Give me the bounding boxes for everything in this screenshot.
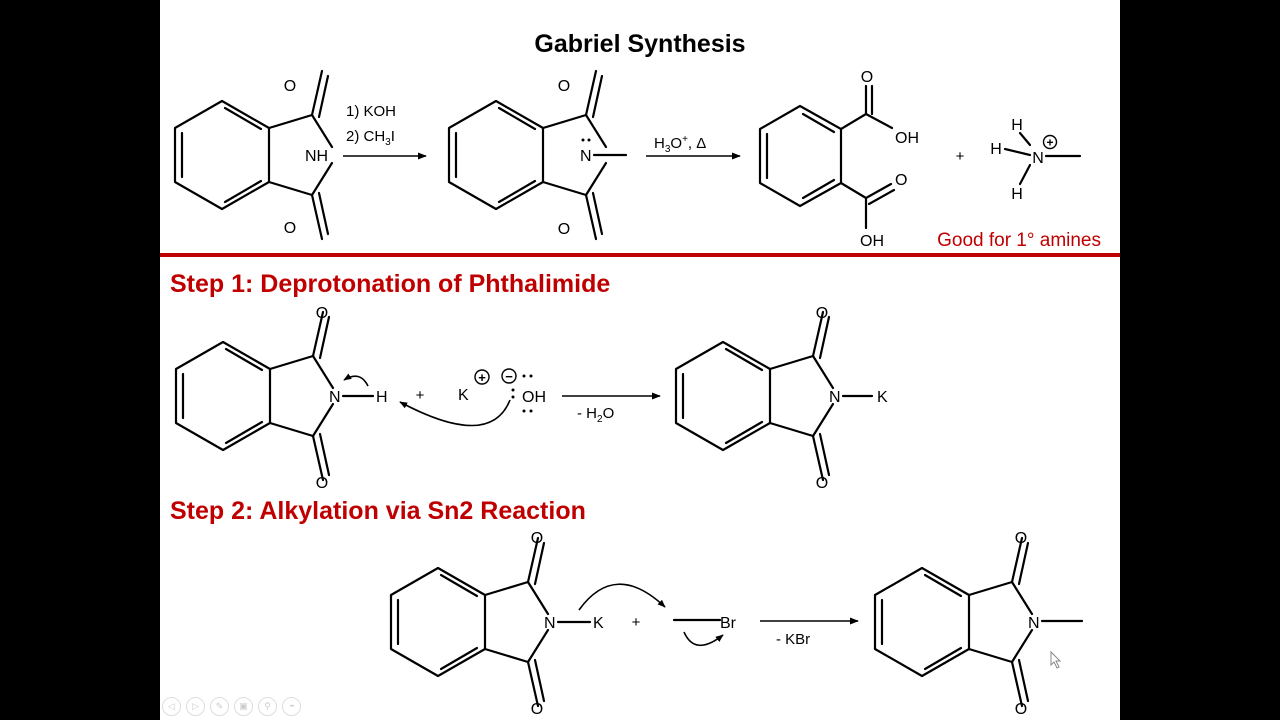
potassium-hydroxide: K + − OH — [399, 368, 546, 427]
atom-label: O — [1015, 701, 1027, 718]
potassium-phthalimide: O O N K — [674, 305, 888, 492]
slideshow-controls: ◁ ▷ ✎ ▣ ⚲ ••• — [162, 697, 301, 716]
atom-label: O — [284, 220, 296, 237]
zoom-button[interactable]: ⚲ — [258, 697, 277, 716]
byproduct-label: - H — [577, 405, 597, 422]
atom-label: K — [593, 615, 604, 632]
svg-text:- H2O: - H2O — [577, 405, 614, 425]
svg-text:+: + — [1046, 136, 1053, 150]
presentation-slide: Gabriel Synthesis O O NH 1) KOH 2) CH3I … — [160, 0, 1120, 720]
atom-label: N — [329, 389, 341, 406]
methylammonium: H H H N + — [990, 117, 1082, 203]
curved-arrow — [399, 399, 511, 427]
atom-label: O — [816, 475, 828, 492]
atom-label: N — [544, 615, 556, 632]
negative-charge-icon — [501, 368, 517, 384]
atom-label: O — [316, 475, 328, 492]
svg-text:1) KOH: 1) KOH — [346, 103, 396, 120]
atom-label: H — [990, 141, 1002, 158]
atom-label: K — [458, 387, 469, 404]
mouse-cursor-icon — [1050, 650, 1062, 669]
slide-title: Gabriel Synthesis — [534, 30, 745, 58]
atom-label: O — [284, 78, 296, 95]
atom-label: N — [1032, 150, 1044, 167]
atom-label: K — [877, 389, 888, 406]
svg-text:H3O+, Δ: H3O+, Δ — [654, 134, 706, 155]
step2-potassium-phthalimide: O O N K — [389, 530, 666, 718]
slide-canvas: Gabriel Synthesis O O NH 1) KOH 2) CH3I … — [160, 30, 1120, 718]
overview-phthalimide: O O NH — [173, 69, 334, 241]
methyl-bromide: Br — [672, 615, 737, 647]
slides-icon: ▣ — [239, 701, 248, 711]
previous-icon: ◁ — [168, 701, 175, 711]
atom-label: O — [816, 305, 828, 322]
atom-label: O — [1015, 530, 1027, 547]
more-options-button[interactable]: ••• — [282, 697, 301, 716]
next-icon: ▷ — [192, 701, 199, 711]
overview-n-methylphthalimide: O O N — [447, 69, 628, 241]
step2-heading: Step 2: Alkylation via Sn2 Reaction — [170, 497, 586, 525]
positive-charge-icon — [474, 369, 490, 385]
atom-label: O — [531, 530, 543, 547]
atom-label: N — [829, 389, 841, 406]
reagent-label: 2) CH — [346, 128, 385, 145]
atom-label: O — [316, 305, 328, 322]
positive-charge-icon — [1042, 134, 1058, 150]
step2-arrow: - KBr — [760, 617, 859, 648]
reagent-label: 1) KOH — [346, 103, 396, 120]
atom-label: Br — [720, 615, 737, 632]
atom-label: H — [1011, 186, 1023, 203]
atom-label: O — [895, 172, 907, 189]
see-all-slides-button[interactable]: ▣ — [234, 697, 253, 716]
section-divider — [160, 253, 1120, 257]
lone-pair — [522, 374, 526, 378]
plus-sign: + — [416, 387, 425, 404]
phthalic-acid: O OH O OH — [758, 69, 919, 250]
curved-arrow — [578, 583, 666, 611]
atom-label: N — [580, 148, 592, 165]
atom-label: H — [1011, 117, 1023, 134]
pen-icon: ✎ — [215, 701, 224, 711]
next-slide-button[interactable]: ▷ — [186, 697, 205, 716]
atom-label: OH — [895, 130, 919, 147]
svg-text:+: + — [478, 370, 486, 385]
primary-amines-note: Good for 1° amines — [937, 230, 1101, 251]
atom-label: O — [558, 78, 570, 95]
atom-label: OH — [860, 233, 884, 250]
curved-arrow — [683, 631, 724, 647]
atom-label: N — [1028, 615, 1040, 632]
n-methylphthalimide-product: O O N — [873, 530, 1084, 718]
step1-phthalimide: O O N H — [174, 305, 388, 492]
reagent-label: H — [654, 135, 665, 152]
plus-sign: + — [956, 148, 965, 165]
ellipsis-icon: ••• — [289, 703, 294, 710]
atom-label: NH — [305, 148, 328, 165]
svg-text:−: − — [505, 369, 513, 384]
lone-pair — [581, 138, 585, 142]
atom-label: O — [558, 221, 570, 238]
atom-label: O — [531, 701, 543, 718]
pen-button[interactable]: ✎ — [210, 697, 229, 716]
atom-label: H — [376, 389, 388, 406]
previous-slide-button[interactable]: ◁ — [162, 697, 181, 716]
byproduct-label: - KBr — [776, 631, 810, 648]
atom-label: O — [861, 69, 873, 86]
step1-arrow: - H2O — [562, 392, 661, 425]
atom-label: OH — [522, 389, 546, 406]
curved-arrow — [343, 373, 369, 387]
plus-sign: + — [632, 614, 641, 631]
svg-text:2) CH3I: 2) CH3I — [346, 128, 395, 148]
magnifier-icon: ⚲ — [264, 701, 271, 711]
step1-heading: Step 1: Deprotonation of Phthalimide — [170, 270, 610, 298]
reagents-koh-ch3i: 1) KOH 2) CH3I — [343, 103, 427, 160]
reagents-hydrolysis: H3O+, Δ — [646, 134, 741, 160]
